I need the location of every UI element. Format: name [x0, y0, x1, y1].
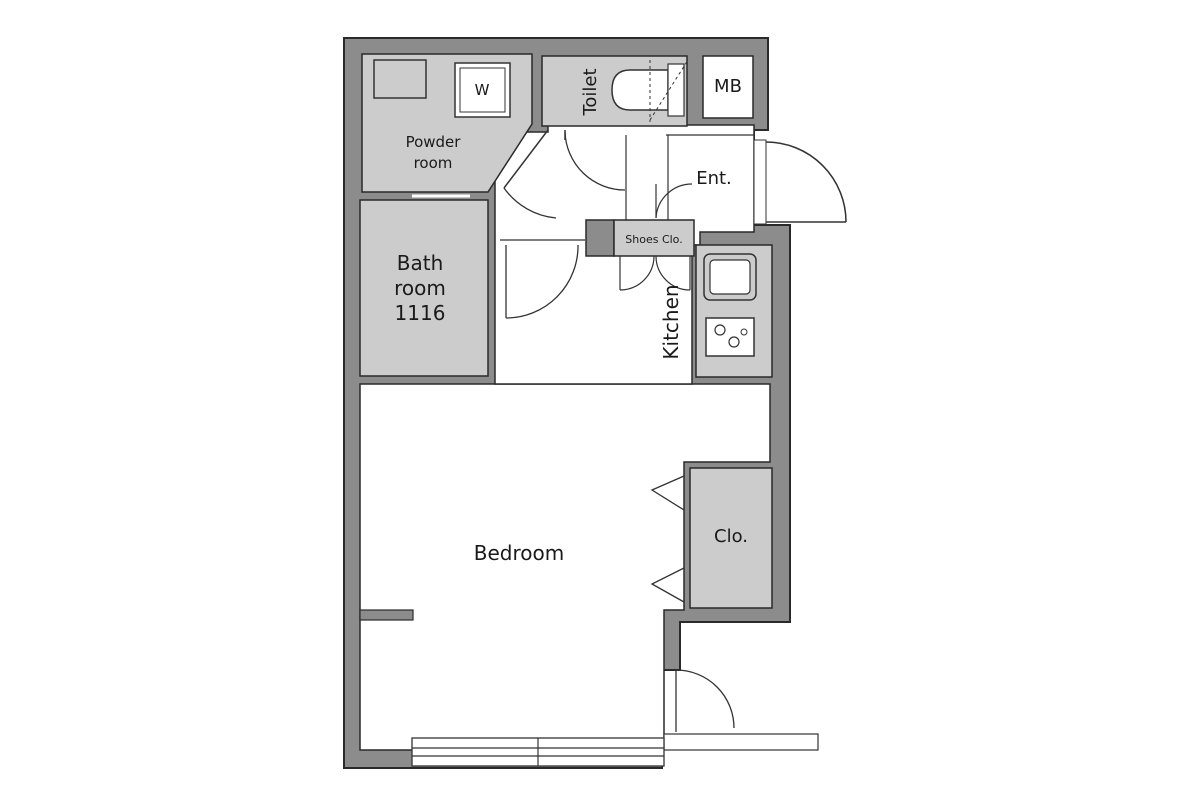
toilet-door-swing — [564, 131, 626, 191]
shoes-closet — [613, 219, 695, 257]
washer-box — [454, 62, 511, 118]
closet-label: Clo. — [714, 526, 748, 547]
bedroom-wall-stub — [359, 609, 414, 621]
toilet-label: Toilet — [580, 68, 601, 116]
entrance-label: Ent. — [696, 168, 732, 189]
kitchen-label: Kitchen — [659, 284, 683, 359]
vanity-sink — [373, 59, 427, 99]
bath-label-3: 1116 — [395, 301, 446, 325]
powder-room-label-2: room — [414, 154, 453, 172]
stove — [705, 317, 755, 357]
closet-door-bottom — [650, 567, 685, 603]
powder-door-swing — [503, 187, 557, 219]
bedroom-label: Bedroom — [474, 541, 564, 565]
balcony-threshold — [663, 733, 819, 751]
washer-label: W — [475, 81, 490, 99]
balcony-door-swing — [675, 669, 735, 729]
powder-room-label-1: Powder — [406, 133, 462, 151]
closet — [689, 467, 773, 609]
mb-box — [702, 55, 754, 119]
shoes-closet-label: Shoes Clo. — [625, 233, 682, 246]
shoes-closet-wall — [585, 219, 615, 257]
toilet-bowl — [611, 69, 669, 111]
closet-door-top — [650, 475, 685, 511]
front-door-swing — [765, 141, 847, 223]
mb-label: MB — [714, 76, 742, 97]
bath-door-swing — [505, 244, 579, 319]
bath-label-2: room — [394, 276, 446, 300]
bath-label-1: Bath — [397, 251, 444, 275]
bath-room — [359, 199, 489, 377]
